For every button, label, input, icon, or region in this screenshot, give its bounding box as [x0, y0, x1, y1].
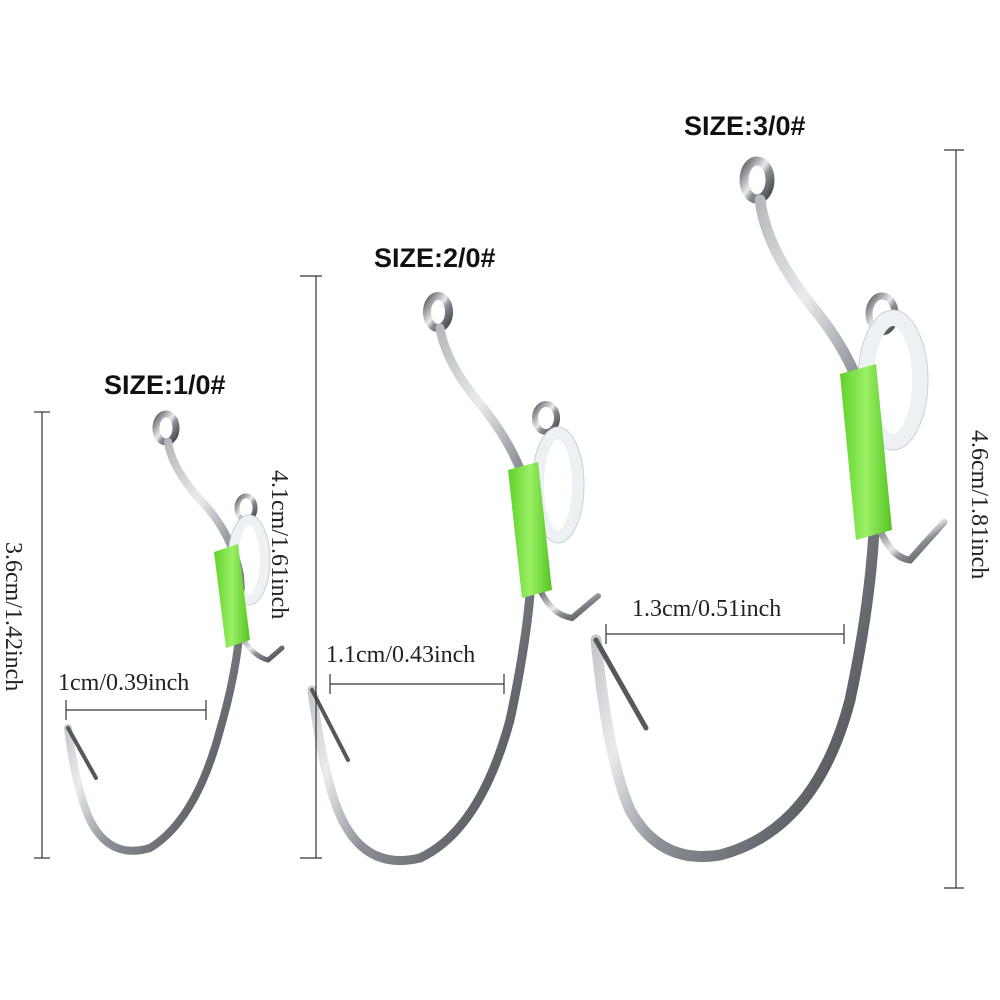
gap-label: 1.3cm/0.51inch — [632, 596, 781, 622]
hook-eye — [739, 156, 775, 204]
hook-barb — [310, 688, 350, 762]
gap-label: 1cm/0.39inch — [58, 670, 189, 696]
length-label: 4.6cm/1.81inch — [966, 430, 992, 579]
green-sleeve — [214, 544, 250, 648]
hook-body — [590, 194, 881, 862]
hook-size-3-0 — [590, 156, 948, 862]
length-label: 3.6cm/1.42inch — [0, 542, 26, 691]
gap-dimension-1: 1cm/0.39inch — [58, 670, 207, 720]
length-label: 4.1cm/1.61inch — [266, 470, 292, 619]
length-dimension-2: 4.1cm/1.61inch — [266, 275, 322, 859]
spring-eye — [532, 401, 560, 435]
gap-dimension-3: 1.3cm/0.51inch — [605, 596, 845, 644]
spring-arm — [537, 587, 601, 622]
gap-label: 1.1cm/0.43inch — [326, 642, 475, 668]
hook-eye — [423, 292, 453, 332]
hook-barb — [66, 726, 98, 780]
length-dimension-3: 4.6cm/1.81inch — [944, 149, 992, 889]
hook-body — [64, 438, 246, 855]
hook-eye — [152, 410, 180, 446]
green-sleeve — [840, 364, 892, 540]
size-label-2: SIZE:2/0# — [374, 243, 496, 273]
hook-size-2-0 — [307, 292, 601, 866]
size-label-1: SIZE:1/0# — [104, 370, 226, 400]
green-sleeve — [508, 462, 552, 598]
size-label-3: SIZE:3/0# — [684, 111, 806, 141]
hook-size-1-0 — [64, 410, 285, 855]
length-dimension-1: 3.6cm/1.42inch — [0, 411, 50, 859]
spring-arm — [876, 518, 948, 564]
hook-body — [307, 323, 537, 866]
gap-dimension-2: 1.1cm/0.43inch — [326, 642, 505, 694]
hook-barb — [593, 637, 649, 731]
